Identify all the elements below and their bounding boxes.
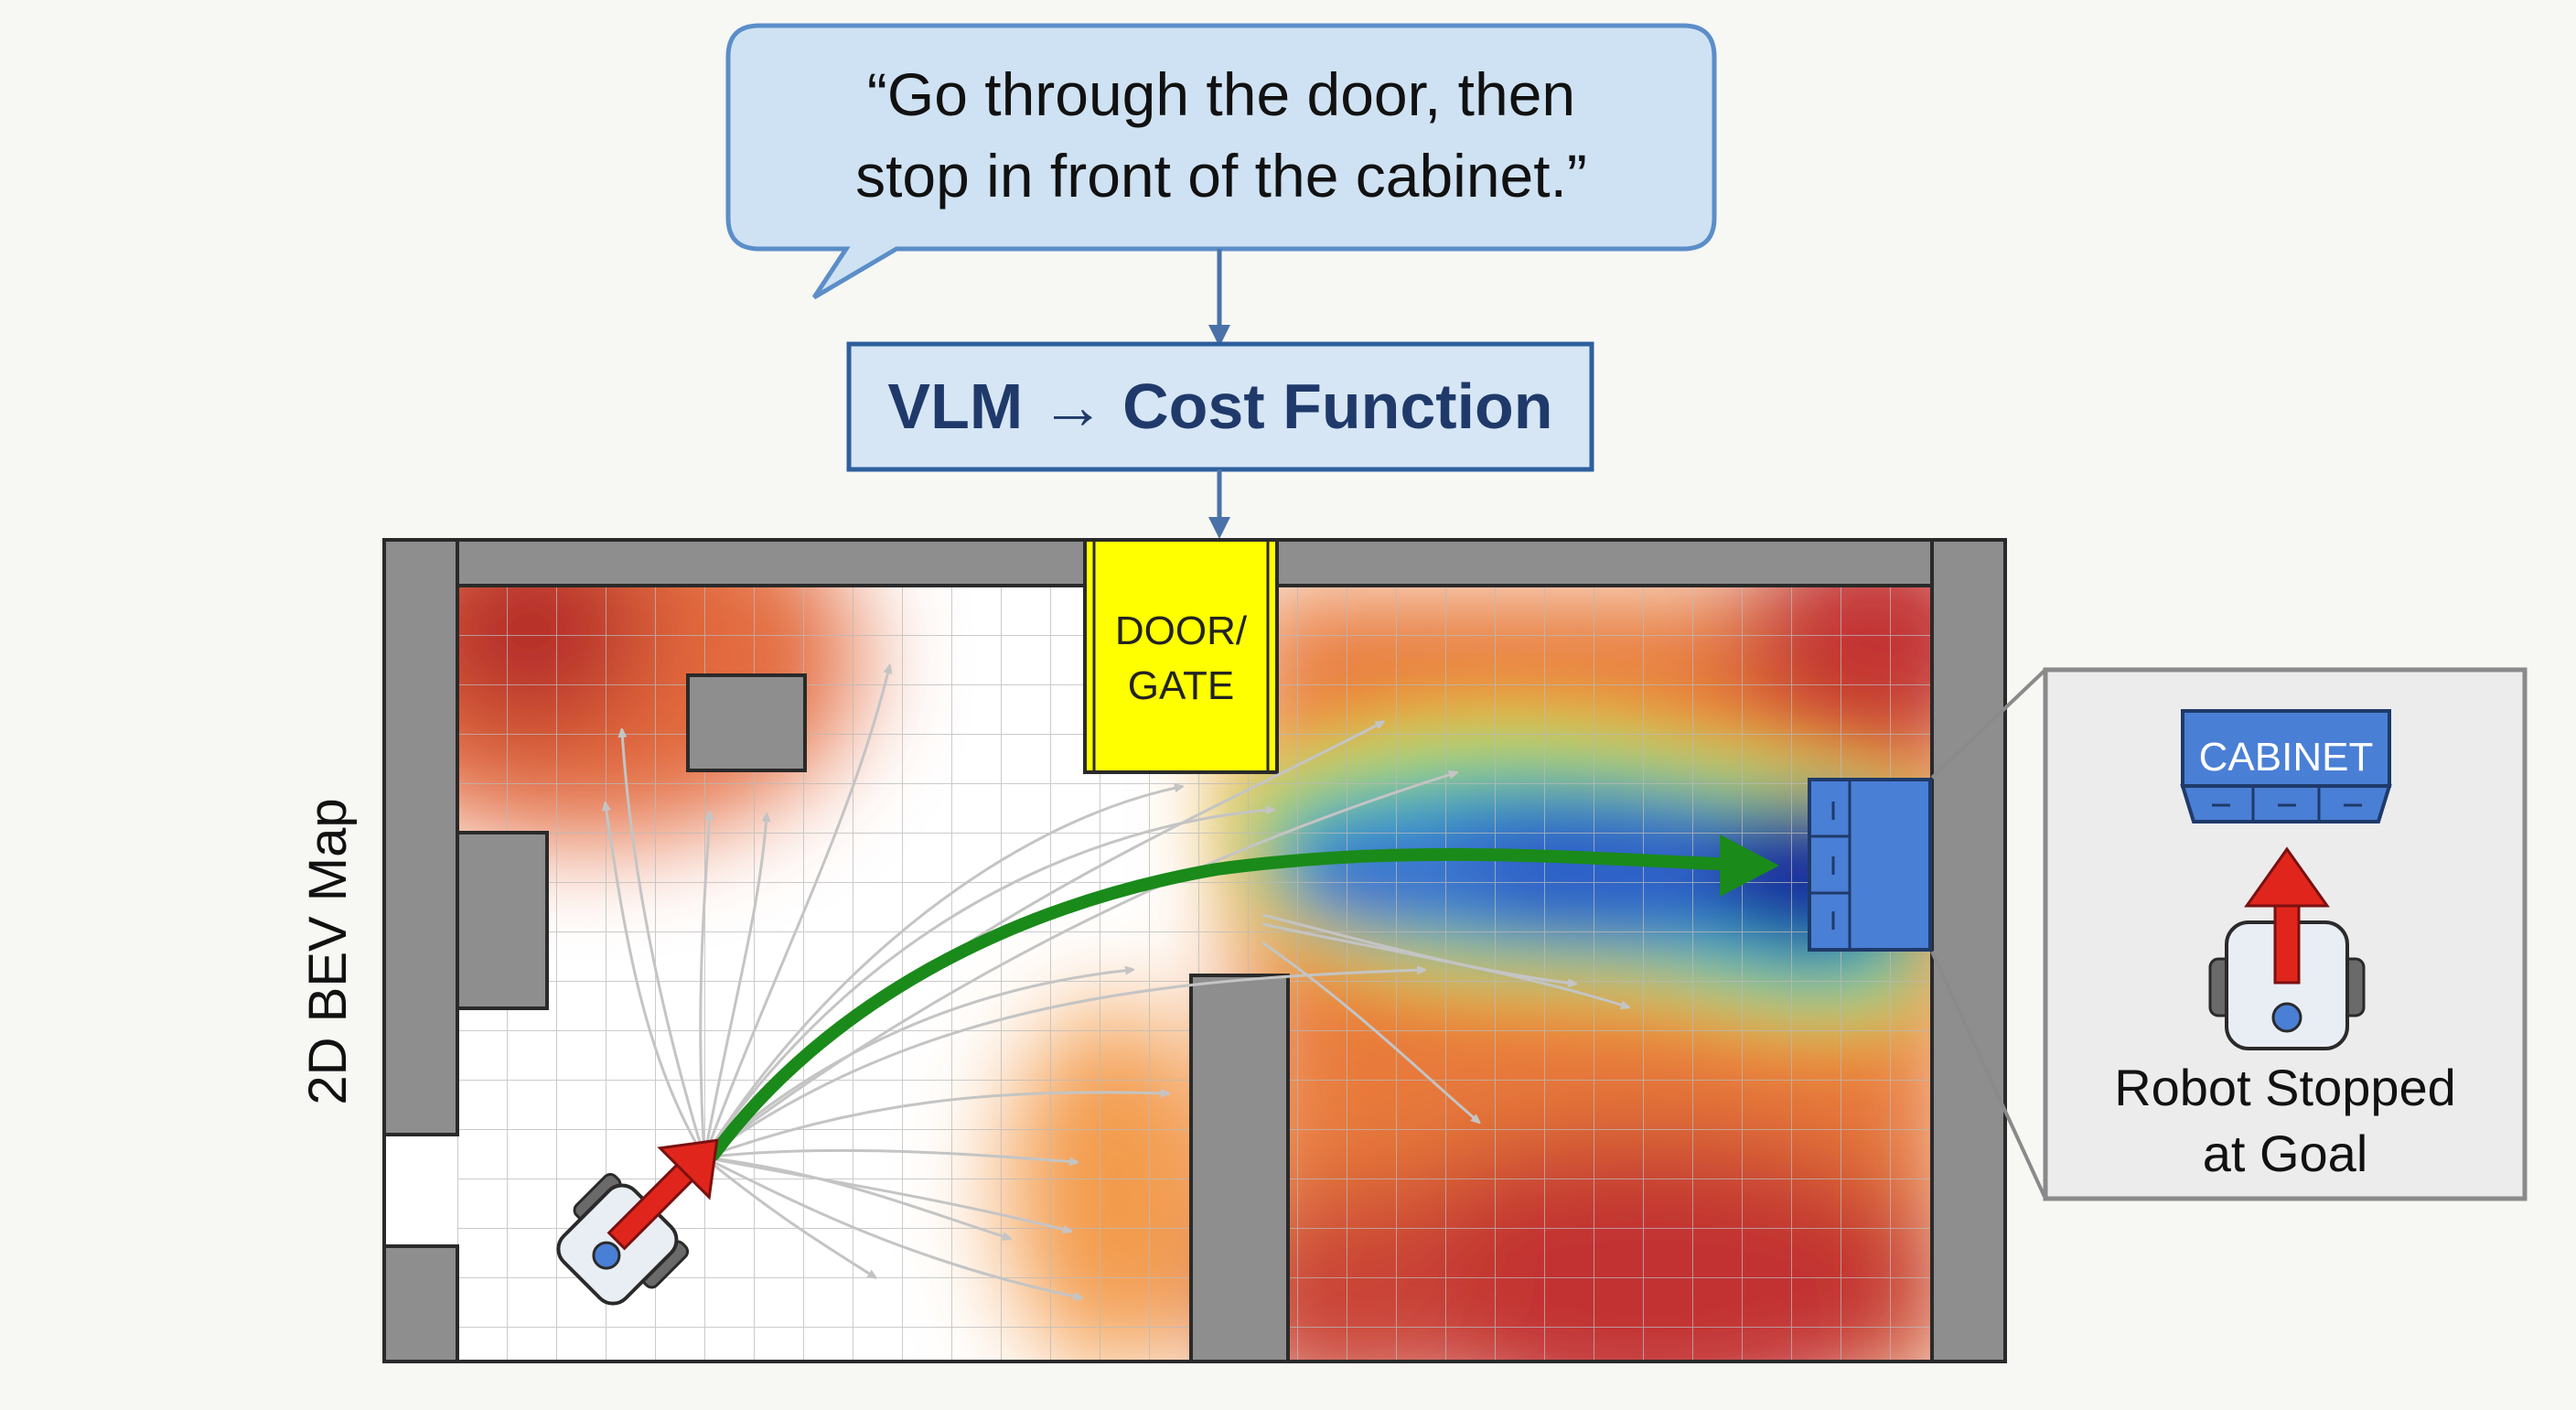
top-obstacle (686, 673, 807, 772)
left-obstacle (456, 831, 549, 1010)
instruction-line-2: stop in front of the cabinet.” (855, 142, 1587, 210)
door-gate: DOOR/ GATE (1083, 538, 1279, 774)
inset-cabinet: CABINET (2180, 709, 2392, 823)
door-label-line-1: DOOR/ (1115, 608, 1248, 653)
left-wall-upper (382, 538, 459, 1136)
trajectory (703, 1148, 1075, 1162)
heading-arrow-icon (606, 1138, 719, 1251)
trajectory (622, 732, 706, 1158)
zoom-lines (1930, 668, 2047, 1200)
vlm-label: VLM → Cost Function (887, 371, 1552, 442)
right-wall (1930, 538, 2007, 1363)
walls (382, 538, 2007, 1363)
center-pillar (1189, 974, 1290, 1363)
bev-map: DOOR/ GATE (382, 538, 2007, 1363)
top-wall-left (456, 538, 1087, 587)
trajectory (703, 816, 767, 1158)
inset-caption-line-1: Robot Stopped (2114, 1059, 2456, 1116)
map-side-label: 2D BEV Map (298, 798, 358, 1104)
door-label-line-2: GATE (1128, 663, 1235, 708)
trajectory (703, 1156, 1008, 1238)
cabinet (1808, 778, 1932, 952)
trajectory (1261, 922, 1626, 1006)
trajectory (703, 787, 1180, 1158)
left-wall-lower (382, 1244, 459, 1363)
trajectory (703, 1156, 1079, 1297)
trajectory (703, 810, 1272, 1158)
vlm-cost-function-box: VLM → Cost Function (846, 341, 1594, 472)
trajectory (699, 814, 710, 1158)
trajectory (606, 805, 706, 1158)
trajectory (703, 668, 889, 1158)
trajectory (703, 1156, 1068, 1231)
trajectory (703, 970, 1131, 1159)
inset-cabinet-label: CABINET (2199, 735, 2374, 780)
trajectory (703, 1156, 874, 1276)
planned-path-arrow-icon (707, 834, 1779, 1161)
inset-heading-arrow-icon (2244, 846, 2330, 985)
top-wall-right (1275, 538, 1934, 587)
inset-caption-line-2: at Goal (2203, 1125, 2368, 1182)
instruction-bubble: “Go through the door, then stop in front… (725, 23, 1717, 300)
instruction-line-1: “Go through the door, then (867, 60, 1575, 128)
trajectory (703, 1092, 1166, 1159)
goal-inset: CABINET Robot Stopped at Goal (2043, 667, 2528, 1201)
trajectory (703, 773, 1454, 1159)
trajectory (1261, 941, 1477, 1121)
